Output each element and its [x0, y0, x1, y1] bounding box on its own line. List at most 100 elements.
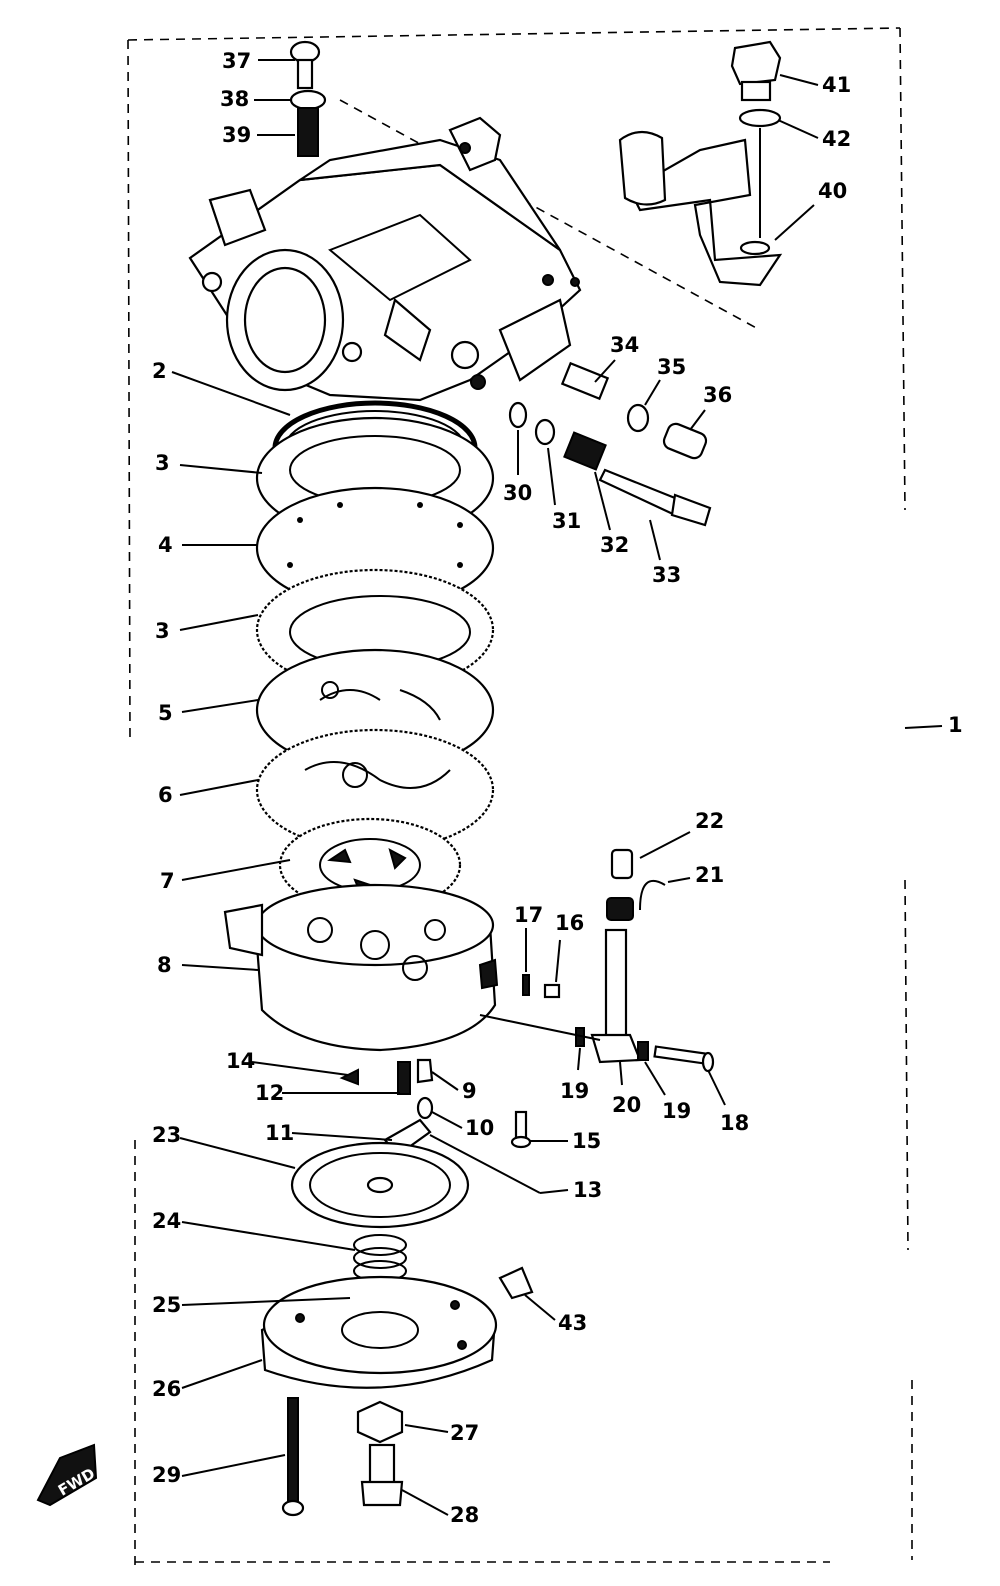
leader-line-22 [639, 831, 691, 859]
callout-label-20: 20 [612, 1093, 641, 1117]
leader-line-11 [291, 1132, 393, 1141]
callout-label-19b: 19 [662, 1099, 691, 1123]
pin-10 [416, 1096, 434, 1120]
callout-label-14: 14 [226, 1049, 255, 1073]
bolt-41 [730, 40, 782, 102]
callout-label-17: 17 [514, 903, 543, 927]
callout-label-3a: 3 [155, 451, 170, 475]
leader-line-9 [431, 1071, 459, 1091]
washer-31 [534, 418, 556, 446]
callout-label-22: 22 [695, 809, 724, 833]
washer-38 [289, 89, 327, 111]
leader-line-13 [539, 1189, 569, 1194]
leader-line-24 [181, 1221, 356, 1251]
leader-line-10 [431, 1111, 463, 1129]
clip-35 [626, 403, 650, 433]
callout-label-18: 18 [720, 1111, 749, 1135]
callout-label-34: 34 [610, 333, 639, 357]
callout-label-26: 26 [152, 1377, 181, 1401]
pump-body-8 [223, 883, 499, 1052]
leader-line-14 [251, 1061, 349, 1076]
nut-16 [543, 983, 561, 999]
leader-line-41 [779, 74, 819, 86]
callout-label-28: 28 [450, 1503, 479, 1527]
bolt-29 [281, 1397, 305, 1517]
leader-line-19b [644, 1061, 666, 1096]
callout-label-6: 6 [158, 783, 173, 807]
leader-line-32 [594, 471, 611, 531]
screw-15 [510, 1110, 532, 1149]
leader-line-6 [179, 779, 259, 796]
leader-line-35 [644, 379, 661, 406]
leader-line-1 [904, 725, 943, 729]
fwd-arrow-icon: FWD [36, 1443, 98, 1507]
callout-label-38: 38 [220, 87, 249, 111]
leader-line-23 [179, 1137, 296, 1169]
needle-33 [598, 468, 712, 527]
callout-label-40: 40 [818, 179, 847, 203]
fitting-43 [498, 1266, 534, 1300]
callout-label-24: 24 [152, 1209, 181, 1233]
washer-42 [738, 108, 782, 128]
callout-label-3b: 3 [155, 619, 170, 643]
callout-label-39: 39 [222, 123, 251, 147]
callout-label-10: 10 [465, 1116, 494, 1140]
leader-lines [171, 59, 943, 1516]
screw-39 [297, 107, 319, 157]
plug-34 [560, 361, 610, 401]
callout-label-15: 15 [572, 1129, 601, 1153]
leader-line-20 [619, 1061, 623, 1086]
callout-labels: 3738394142402343567834353630313233122211… [152, 49, 963, 1527]
leader-line-16 [555, 939, 561, 983]
callout-label-32: 32 [600, 533, 629, 557]
shaft-13 [429, 1134, 541, 1194]
screw-37 [289, 40, 321, 90]
leader-line-36 [689, 409, 706, 431]
callout-label-21: 21 [695, 863, 724, 887]
needle-9 [416, 1058, 434, 1084]
callout-label-25: 25 [152, 1293, 181, 1317]
leader-line-3b [179, 614, 259, 631]
callout-label-2: 2 [152, 359, 167, 383]
callout-label-31: 31 [552, 509, 581, 533]
callout-label-43: 43 [558, 1311, 587, 1335]
diaphragm-6 [255, 728, 495, 852]
carburetor-body [188, 116, 582, 402]
knob-36 [662, 422, 708, 460]
callout-label-16: 16 [555, 911, 584, 935]
callout-label-29: 29 [152, 1463, 181, 1487]
leader-line-28 [401, 1489, 449, 1516]
spring-seat [606, 897, 634, 921]
cover-26 [260, 1275, 498, 1389]
leader-line-29 [181, 1454, 286, 1477]
leader-line-42 [777, 119, 819, 139]
spring-12 [397, 1061, 411, 1095]
screw-17 [522, 974, 530, 996]
leader-line-19a [577, 1047, 581, 1071]
diaphragm-23 [290, 1141, 470, 1229]
clip-21 [639, 879, 666, 911]
leader-line-21 [667, 877, 691, 883]
leader-line-8 [181, 964, 259, 971]
leader-line-7 [181, 859, 291, 881]
vent-bracket-40 [618, 130, 783, 287]
callout-label-8: 8 [157, 953, 172, 977]
leader-line-5 [181, 699, 259, 713]
leader-line-26 [181, 1359, 263, 1389]
spring-24 [353, 1234, 407, 1282]
callout-label-35: 35 [657, 355, 686, 379]
callout-label-12: 12 [255, 1081, 284, 1105]
callout-label-23: 23 [152, 1123, 181, 1147]
callout-label-4: 4 [158, 533, 173, 557]
bolt-28 [360, 1443, 404, 1507]
lever-arm-20 [590, 928, 642, 1064]
cap-22 [610, 848, 634, 880]
callout-label-36: 36 [703, 383, 732, 407]
callout-label-42: 42 [822, 127, 851, 151]
pin-19b [637, 1041, 649, 1061]
callout-label-13: 13 [573, 1178, 602, 1202]
nut-27 [356, 1400, 404, 1444]
leader-line-43 [524, 1294, 556, 1321]
callout-label-1: 1 [948, 713, 963, 737]
